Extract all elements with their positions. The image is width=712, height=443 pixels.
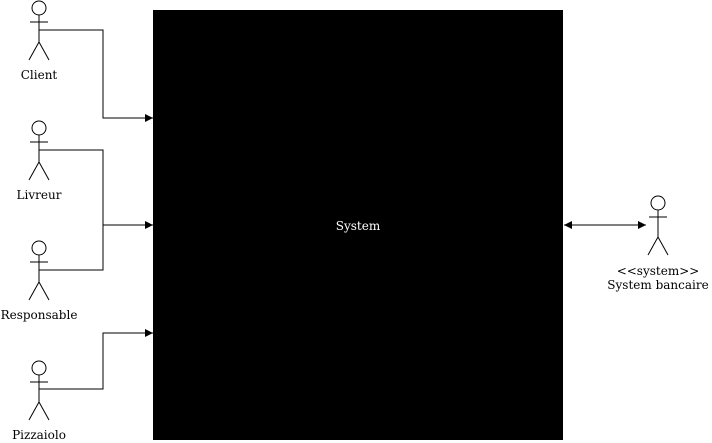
actor-label: Client bbox=[21, 68, 58, 82]
actor-pizzaiolo[interactable]: Pizzaiolo bbox=[12, 360, 66, 442]
actor-label: Responsable bbox=[1, 308, 78, 322]
system-boundary[interactable]: System bbox=[153, 10, 563, 440]
stick-figure-icon bbox=[28, 360, 50, 421]
stick-figure-icon bbox=[28, 240, 50, 301]
connector-responsable-system[interactable] bbox=[39, 225, 104, 271]
connector-pizzaiolo-system[interactable] bbox=[39, 329, 153, 390]
actor-system-bancaire[interactable]: <<system>> System bancaire bbox=[607, 195, 709, 292]
stick-figure-icon bbox=[647, 195, 669, 256]
actor-label: Livreur bbox=[17, 188, 62, 202]
stick-figure-icon bbox=[28, 0, 50, 61]
actor-livreur[interactable]: Livreur bbox=[17, 120, 62, 202]
connector-livreur-system[interactable] bbox=[39, 149, 153, 229]
actor-stereotype: <<system>> bbox=[617, 264, 700, 278]
actor-label: System bancaire bbox=[607, 278, 708, 292]
actor-responsable[interactable]: Responsable bbox=[1, 240, 78, 322]
system-box bbox=[153, 10, 563, 440]
actor-client[interactable]: Client bbox=[21, 0, 58, 82]
actor-label: Pizzaiolo bbox=[12, 428, 66, 442]
system-label: System bbox=[336, 219, 381, 233]
stick-figure-icon bbox=[28, 120, 50, 181]
connector-client-system[interactable] bbox=[39, 29, 153, 122]
